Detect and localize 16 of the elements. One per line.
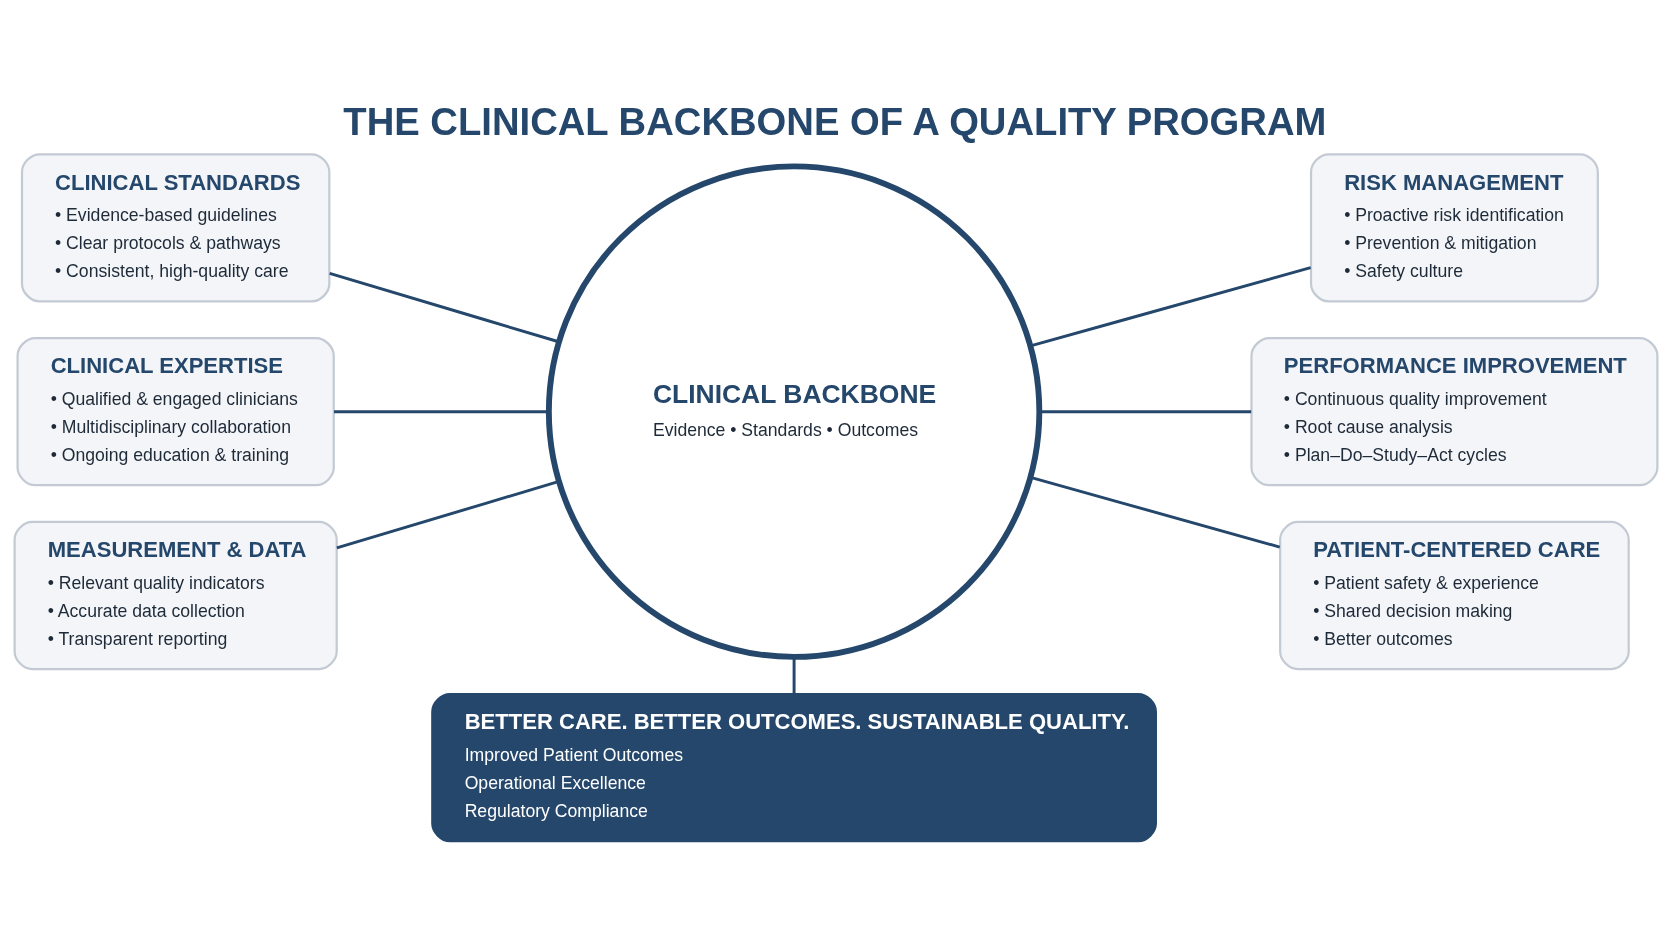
node-box: CLINICAL EXPERTISE • Qualified & engaged clinicians • Multidisciplinary collaboration • Ongoing education & training <box>16 337 335 487</box>
node-box: RISK MANAGEMENT • Proactive risk identification • Prevention & mitigation • Safety culture <box>1309 153 1599 303</box>
node-box: PATIENT-CENTERED CARE • Patient safety & experience • Shared decision making • Better outcomes <box>1279 520 1630 671</box>
connector <box>334 410 549 414</box>
node-box: BETTER CARE. BETTER OUTCOMES. SUSTAINABLE QUALITY. Improved Patient Outcomes Operational Excellence Regulatory Compliance <box>431 692 1157 843</box>
node-box: CLINICAL STANDARDS • Evidence-based guidelines • Clear protocols & pathways • Consistent, high-quality care <box>20 153 331 303</box>
connector <box>792 657 796 694</box>
connector <box>1030 266 1311 348</box>
connector <box>336 480 559 550</box>
diagram-title: THE CLINICAL BACKBONE OF A QUALITY PROGRAM <box>343 99 1327 143</box>
connector <box>329 272 560 344</box>
node-circle: CLINICAL BACKBONE Evidence • Standards • Outcomes <box>545 163 1043 660</box>
node-box: MEASUREMENT & DATA • Relevant quality indicators • Accurate data collection • Transparent reporting <box>13 520 338 671</box>
connector <box>1030 476 1281 549</box>
node-box: PERFORMANCE IMPROVEMENT • Continuous quality improvement • Root cause analysis • Plan–Do–Study–Act cycles <box>1250 337 1659 487</box>
connector <box>1039 410 1252 414</box>
